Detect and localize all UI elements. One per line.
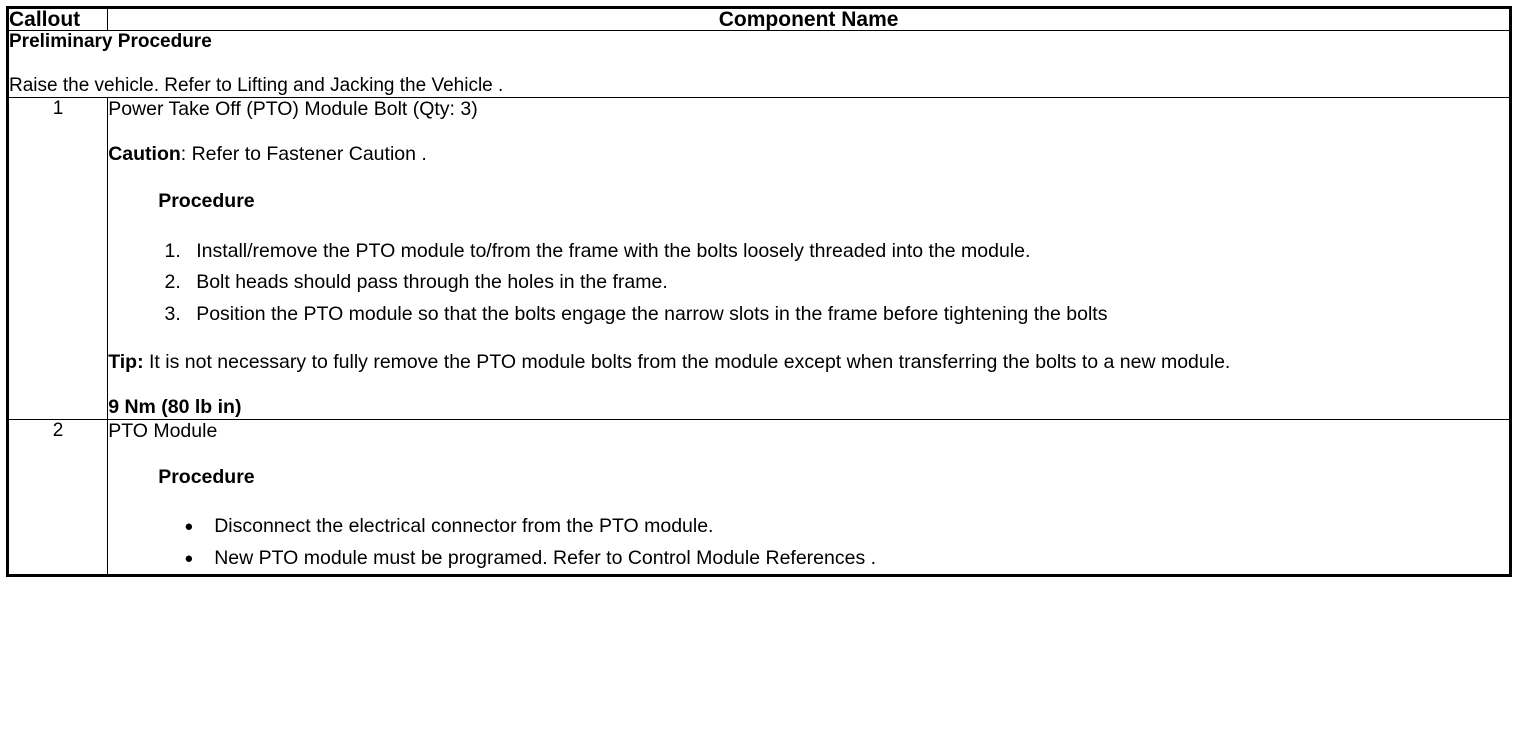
document-page: Callout Component Name Preliminary Proce…: [0, 6, 1520, 756]
preliminary-procedure-text: Raise the vehicle. Refer to Lifting and …: [9, 74, 504, 96]
procedure-heading-2: Procedure: [158, 465, 255, 488]
procedure-bullet: Disconnect the electrical connector from…: [184, 511, 1509, 543]
procedure-heading-1: Procedure: [158, 190, 255, 213]
preliminary-procedure-row: Preliminary Procedure Raise the vehicle.…: [7, 30, 1511, 98]
caution-text: : Refer to Fastener Caution .: [180, 143, 427, 166]
procedure-step: Position the PTO module so that the bolt…: [186, 299, 1509, 331]
preliminary-procedure-cell: Preliminary Procedure Raise the vehicle.…: [7, 30, 1511, 98]
header-component-name: Component Name: [107, 7, 1511, 31]
component-content-1: Power Take Off (PTO) Module Bolt (Qty: 3…: [107, 96, 1511, 421]
table-row: 2 PTO Module Procedure Disconnect the el…: [6, 419, 1511, 577]
torque-specification: 9 Nm (80 lb in): [108, 395, 242, 418]
caution-note: Caution: Refer to Fastener Caution .: [108, 143, 1509, 166]
component-name-2: PTO Module: [108, 420, 218, 443]
component-callout-table: Callout Component Name Preliminary Proce…: [6, 6, 1512, 578]
procedure-bullet-list-2: Disconnect the electrical connector from…: [108, 511, 1509, 574]
tip-text: It is not necessary to fully remove the …: [143, 350, 1231, 373]
procedure-step: Install/remove the PTO module to/from th…: [186, 236, 1509, 268]
table-row: 1 Power Take Off (PTO) Module Bolt (Qty:…: [6, 96, 1511, 421]
procedure-step: Bolt heads should pass through the holes…: [186, 267, 1509, 299]
tip-label: Tip:: [108, 350, 144, 373]
table-header-row: Callout Component Name: [6, 7, 1511, 31]
component-content-2: PTO Module Procedure Disconnect the elec…: [107, 419, 1511, 577]
caution-label: Caution: [108, 143, 181, 166]
procedure-step-list-1: Install/remove the PTO module to/from th…: [108, 236, 1509, 331]
component-name-1: Power Take Off (PTO) Module Bolt (Qty: 3…: [108, 97, 478, 120]
preliminary-procedure-title: Preliminary Procedure: [9, 31, 212, 52]
procedure-bullet: New PTO module must be programed. Refer …: [184, 543, 1509, 575]
callout-number-2: 2: [6, 419, 109, 577]
callout-number-1: 1: [6, 96, 109, 421]
tip-note: Tip: It is not necessary to fully remove…: [108, 351, 1509, 374]
header-callout: Callout: [6, 7, 109, 31]
